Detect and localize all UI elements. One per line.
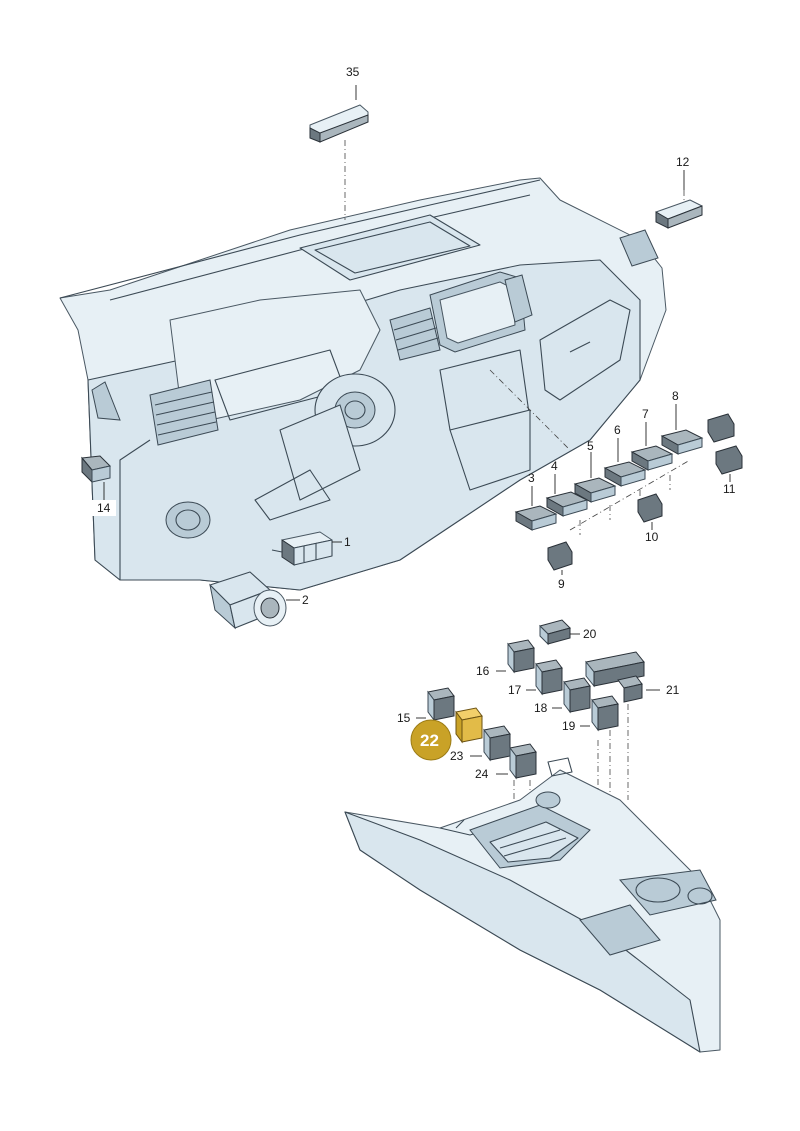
cup-holder	[619, 869, 717, 916]
part-9-blank-cap	[547, 541, 573, 575]
callout-14: 14	[97, 501, 111, 515]
part-2-light-switch	[209, 571, 300, 630]
callout-6: 6	[614, 423, 621, 437]
part-17-switch	[526, 659, 563, 696]
callout-35: 35	[346, 65, 360, 79]
part-11-blank-caps	[707, 413, 743, 482]
part-16-switch	[496, 639, 535, 674]
part-8-switch	[660, 404, 704, 455]
callout-5: 5	[587, 439, 594, 453]
callout-11: 11	[723, 482, 736, 496]
callout-24: 24	[475, 767, 489, 781]
callout-14-bg	[92, 500, 116, 516]
callout-8: 8	[672, 389, 679, 403]
callout-4: 4	[551, 459, 558, 473]
part-14-switch	[81, 455, 111, 500]
callout-21: 21	[666, 683, 680, 697]
callout-19: 19	[562, 719, 576, 733]
part-4-switch	[545, 474, 589, 517]
center-console	[344, 757, 721, 1053]
callout-20: 20	[583, 627, 597, 641]
callout-9: 9	[558, 577, 565, 591]
callout-16: 16	[476, 664, 490, 678]
center-air-vent	[389, 307, 441, 361]
callout-2: 2	[302, 593, 309, 607]
callout-12: 12	[676, 155, 690, 169]
steering-wheel	[254, 373, 396, 521]
callout-1: 1	[344, 535, 351, 549]
part-19-switch	[580, 695, 619, 732]
callout-7: 7	[642, 407, 649, 421]
part-20-switch	[539, 619, 580, 646]
callout-17: 17	[508, 683, 522, 697]
part-22-highlighted-switch	[455, 707, 483, 744]
part-15-switch	[416, 687, 455, 722]
callout-10: 10	[645, 530, 659, 544]
part-1-switch-block	[271, 531, 342, 566]
callout-15: 15	[397, 711, 411, 725]
part-12-switch	[655, 170, 703, 229]
part-35-switch-module	[309, 85, 369, 143]
callout-23: 23	[450, 749, 464, 763]
part-5-switch	[573, 452, 617, 503]
part-18-switch	[552, 677, 591, 714]
part-10-blank-cap	[637, 493, 663, 530]
part-7-switch	[630, 422, 674, 471]
infotainment-screen	[429, 271, 526, 353]
part-21-switch-row	[585, 651, 660, 703]
part-6-switch	[603, 438, 647, 487]
left-air-vent	[149, 379, 219, 446]
part-3-switch	[514, 486, 558, 531]
switch-row-3-8	[514, 404, 704, 535]
dashboard-panel	[59, 177, 667, 591]
callout-18: 18	[534, 701, 548, 715]
part-24-switch	[496, 743, 537, 780]
callout-22: 22	[420, 731, 439, 750]
callout-22-badge	[410, 719, 452, 761]
callout-3: 3	[528, 471, 535, 485]
